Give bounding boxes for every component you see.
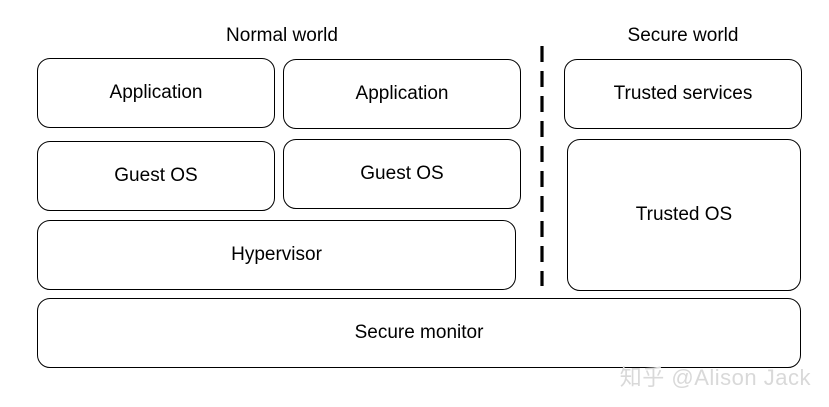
secure-world-heading: Secure world — [627, 25, 739, 46]
application-box-right: Application — [283, 59, 521, 129]
world-divider-dashed-line — [540, 46, 544, 286]
hypervisor-box: Hypervisor — [37, 220, 516, 290]
guest-os-box-left: Guest OS — [37, 141, 275, 211]
application-box-left: Application — [37, 58, 275, 128]
trusted-os-box: Trusted OS — [567, 139, 801, 291]
secure-monitor-box: Secure monitor — [37, 298, 801, 368]
watermark-text: 知乎 @Alison Jack — [619, 365, 811, 390]
trusted-services-box: Trusted services — [564, 59, 802, 129]
guest-os-box-right: Guest OS — [283, 139, 521, 209]
normal-world-heading: Normal world — [226, 25, 338, 46]
